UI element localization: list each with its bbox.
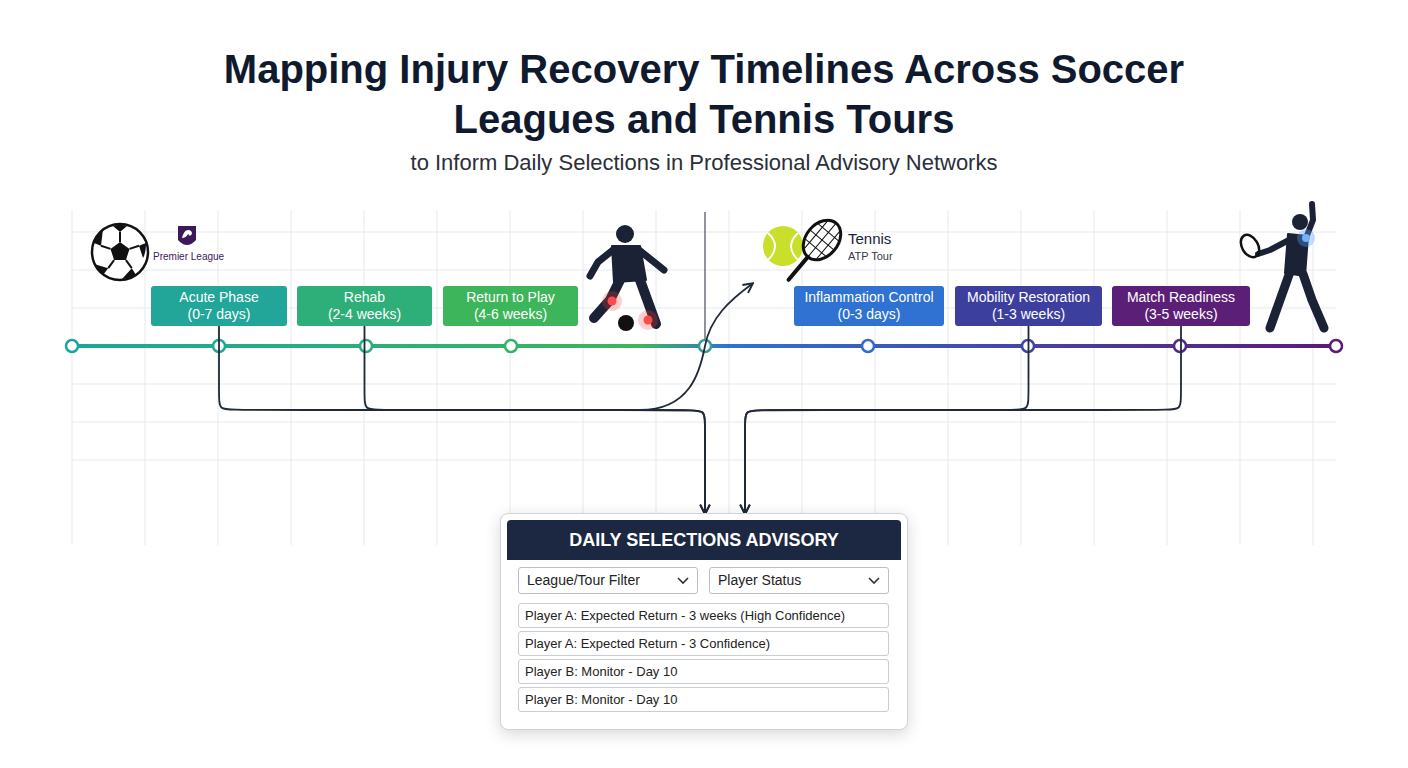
league-name: Premier League — [153, 251, 224, 262]
background-grid — [72, 210, 1336, 545]
phase-name: Rehab — [344, 289, 385, 306]
panel-header: DAILY SELECTIONS ADVISORY — [507, 520, 901, 560]
player-row: Player A: Expected Return - 3 Confidence… — [518, 631, 889, 656]
filter-dropdown: Player Status — [709, 567, 889, 594]
tennis-racket — [776, 213, 848, 290]
divider-line — [704, 212, 705, 346]
chevron-shape — [869, 578, 879, 583]
row-text: Player B: Monitor - Day 10 — [525, 660, 888, 683]
injury-glow — [638, 310, 658, 330]
tennis-icon — [763, 213, 848, 290]
soccer-player-silhouette — [590, 225, 664, 331]
phase-name: Acute Phase — [179, 289, 258, 306]
tennis-player-silhouette — [1237, 204, 1324, 328]
phase-box: Match Readiness(3-5 weeks) — [1112, 286, 1250, 326]
row-text: Player A: Expected Return - 3 Confidence… — [525, 632, 888, 655]
chevron-icon — [868, 577, 880, 585]
injury-glow — [1297, 229, 1315, 247]
row-text: Player A: Expected Return - 3 weeks (Hig… — [525, 604, 888, 627]
phase-duration: (2-4 weeks) — [328, 306, 401, 323]
crest-lion — [182, 230, 192, 238]
injury-glow — [602, 291, 622, 311]
phase-duration: (0-3 days) — [837, 306, 900, 323]
flow-curve — [640, 284, 752, 410]
phase-box: Return to Play(4-6 weeks) — [443, 286, 578, 326]
injury-glow — [1302, 234, 1310, 242]
chevron-shape — [678, 578, 688, 583]
timeline-marker — [505, 340, 517, 352]
timeline-marker — [1330, 340, 1342, 352]
filter-dropdown: League/Tour Filter — [518, 567, 698, 594]
player-row: Player A: Expected Return - 3 weeks (Hig… — [518, 603, 889, 628]
player-arms — [590, 250, 664, 276]
timeline-marker — [1174, 340, 1186, 352]
player-row: Player B: Monitor - Day 10 — [518, 659, 889, 684]
tour-name: ATP Tour — [848, 250, 893, 262]
crest-shape — [178, 226, 196, 245]
ball-patch — [94, 225, 146, 280]
tennis-ball — [763, 226, 803, 266]
flow-connector — [365, 326, 706, 513]
phase-name: Return to Play — [466, 289, 555, 306]
ball-seam — [101, 232, 139, 268]
player-row: Player B: Monitor - Day 10 — [518, 687, 889, 712]
ball-patch — [111, 242, 130, 260]
flow-connector — [745, 326, 1029, 513]
diagram-title: Mapping Injury Recovery Timelines Across… — [214, 44, 1194, 144]
phase-duration: (0-7 days) — [187, 306, 250, 323]
dropdown-label: League/Tour Filter — [527, 568, 697, 593]
phase-name: Mobility Restoration — [967, 289, 1090, 306]
chevron-icon — [677, 577, 689, 585]
phase-duration: (1-3 weeks) — [992, 306, 1065, 323]
player-racket — [1237, 232, 1263, 261]
injury-glow — [644, 316, 653, 325]
row-text: Player B: Monitor - Day 10 — [525, 688, 888, 711]
advisory-panel: DAILY SELECTIONS ADVISORY League/Tour Fil… — [500, 513, 908, 730]
soccer-ball — [618, 315, 634, 331]
phase-duration: (4-6 weeks) — [474, 306, 547, 323]
player-head — [1292, 214, 1308, 230]
phase-duration: (3-5 weeks) — [1144, 306, 1217, 323]
timeline-marker — [862, 340, 874, 352]
phase-name: Inflammation Control — [804, 289, 933, 306]
phase-box: Rehab(2-4 weeks) — [297, 286, 432, 326]
player-arm — [1258, 240, 1289, 254]
player-head — [616, 225, 634, 243]
dropdown-label: Player Status — [718, 568, 888, 593]
phase-box: Acute Phase(0-7 days) — [151, 286, 287, 326]
diagram-subtitle: to Inform Daily Selections in Profession… — [204, 150, 1204, 176]
racket-handle — [789, 257, 808, 280]
flow-connector — [219, 326, 705, 513]
injury-highlight — [602, 291, 658, 330]
injury-glow — [608, 297, 617, 306]
flow-connector — [745, 326, 1181, 513]
phase-box: Inflammation Control(0-3 days) — [794, 286, 944, 326]
tennis-ball-seam — [768, 233, 798, 260]
sport-name: Tennis — [848, 230, 891, 247]
soccer-ball-icon — [92, 224, 148, 280]
phase-name: Match Readiness — [1127, 289, 1235, 306]
timeline-marker — [66, 340, 78, 352]
player-legs — [1270, 272, 1324, 328]
phase-box: Mobility Restoration(1-3 weeks) — [955, 286, 1102, 326]
premier-league-crest — [178, 226, 196, 245]
ball-outline — [92, 224, 148, 280]
timeline-marker — [360, 340, 372, 352]
